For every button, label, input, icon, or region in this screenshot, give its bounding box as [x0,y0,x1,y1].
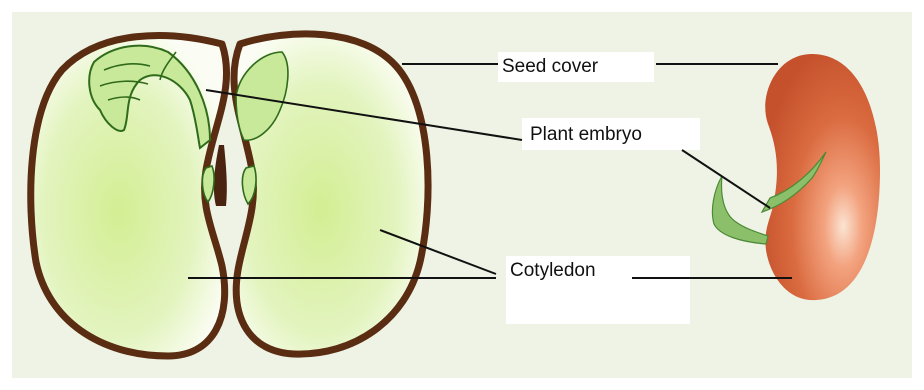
cotyledon-label: Cotyledon [510,260,596,281]
seed-cover-label: Seed cover [502,56,599,77]
whole-bean [765,54,880,300]
plant-embryo-label: Plant embryo [530,124,642,145]
